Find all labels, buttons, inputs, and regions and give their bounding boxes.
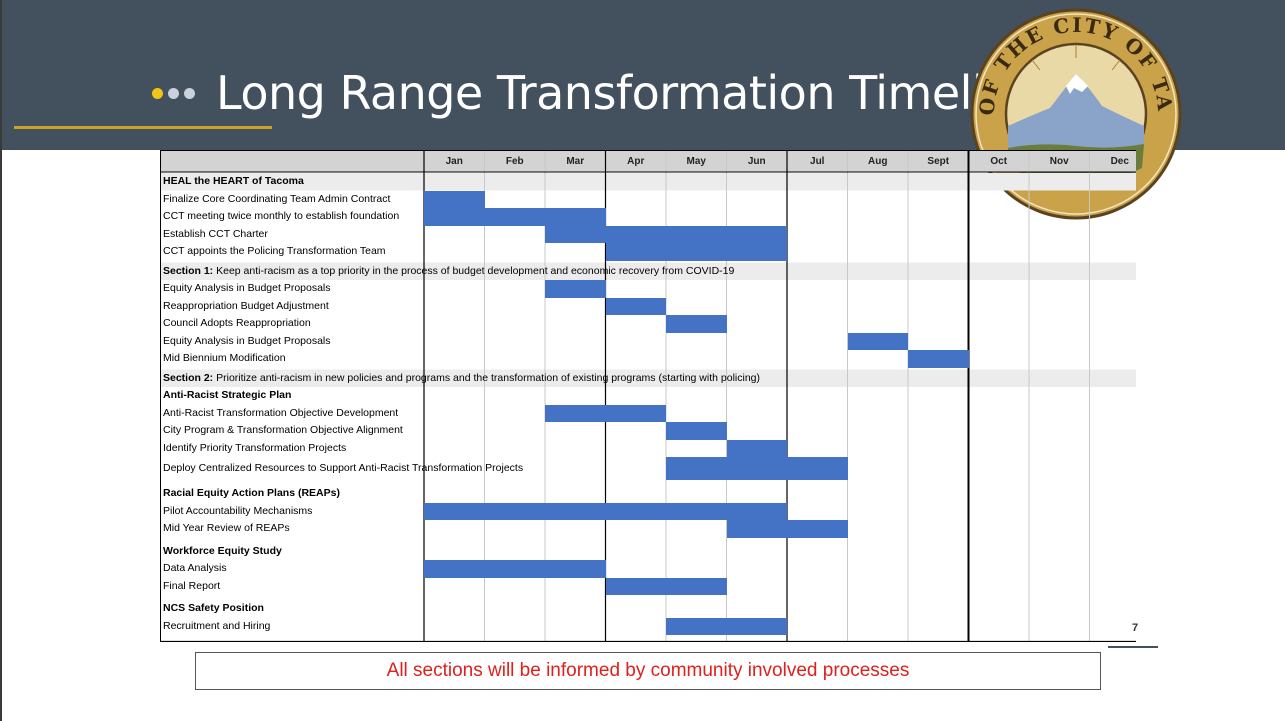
timeline-bar: [424, 190, 485, 208]
timeline-bar: [605, 577, 727, 595]
title-dot: [168, 88, 179, 99]
page-number: 7: [1132, 622, 1139, 634]
task-row-label: Mid Year Review of REAPs: [163, 522, 290, 535]
month-header: Jul: [810, 156, 825, 167]
timeline-bar: [545, 225, 787, 243]
task-row-label: Anti-Racist Transformation Objective Dev…: [163, 406, 399, 419]
footer-note: All sections will be informed by communi…: [195, 652, 1101, 690]
task-row-label: Equity Analysis in Budget Proposals: [163, 282, 331, 295]
task-row-label: Reappropriation Budget Adjustment: [163, 299, 329, 312]
month-header: Feb: [505, 156, 524, 167]
group-row-label: NCS Safety Position: [163, 602, 264, 615]
group-row-label: HEAL the HEART of Tacoma: [163, 175, 304, 188]
timeline-bar: [726, 520, 848, 538]
task-row-label: Final Report: [163, 579, 221, 592]
month-header: May: [686, 156, 706, 167]
task-row-label: Council Adopts Reappropriation: [163, 317, 311, 330]
timeline-bar: [666, 315, 727, 333]
month-header: Nov: [1049, 156, 1069, 167]
task-row-label: CCT meeting twice monthly to establish f…: [163, 210, 400, 223]
task-row-label: Recruitment and Hiring: [163, 619, 271, 632]
timeline-bar: [424, 502, 787, 520]
timeline-bar: [666, 457, 848, 480]
month-header: Jan: [445, 156, 463, 167]
task-row-label: CCT appoints the Policing Transformation…: [163, 245, 386, 258]
section-row-bg: [160, 369, 1136, 387]
task-row-label: Mid Biennium Modification: [163, 352, 286, 365]
section-row-bg: [160, 173, 1136, 191]
section-row-label: Section 2: Prioritize anti-racism in new…: [163, 371, 761, 384]
task-row-label: Establish CCT Charter: [163, 227, 268, 240]
timeline-bar: [666, 422, 727, 440]
month-header: Oct: [990, 156, 1008, 167]
timeline-bar: [424, 208, 606, 226]
timeline-header-bg: [160, 150, 1136, 172]
timeline-bar: [605, 297, 666, 315]
section-row-bg: [160, 262, 1136, 280]
timeline-bar: [605, 243, 787, 261]
group-row-label: Workforce Equity Study: [163, 544, 282, 557]
task-row-label: City Program & Transformation Objective …: [163, 424, 403, 437]
month-header: Sept: [927, 156, 950, 167]
slide-title: Long Range Transformation Timeline: [216, 66, 1041, 120]
title-accent-line: [14, 126, 272, 129]
timeline-bar: [666, 617, 787, 635]
task-row-label: Identify Priority Transformation Project…: [163, 441, 347, 454]
slide-left-border: [0, 0, 2, 721]
task-row-label: Equity Analysis in Budget Proposals: [163, 334, 331, 347]
task-row-label: Finalize Core Coordinating Team Admin Co…: [163, 192, 391, 205]
timeline-bar: [726, 439, 787, 457]
month-header: Aug: [868, 156, 888, 167]
task-row-label: Deploy Centralized Resources to Support …: [163, 462, 524, 474]
group-row-label: Racial Equity Action Plans (REAPs): [163, 487, 340, 500]
group-row-label: Anti-Racist Strategic Plan: [163, 389, 292, 402]
section-row-label: Section 1: Keep anti-racism as a top pri…: [163, 264, 735, 277]
timeline-bar: [424, 560, 606, 578]
page-number-underline: [1108, 646, 1158, 648]
timeline-bar: [545, 404, 666, 422]
title-dot: [184, 88, 195, 99]
timeline-grid: [160, 150, 1136, 642]
title-dot: [152, 88, 163, 99]
timeline-bar: [908, 350, 969, 368]
month-header: Apr: [627, 156, 645, 167]
task-row-label: Pilot Accountability Mechanisms: [163, 504, 313, 517]
month-header: Mar: [566, 156, 585, 167]
month-header: Dec: [1110, 156, 1129, 167]
task-row-label: Data Analysis: [163, 562, 227, 575]
month-header: Jun: [747, 156, 766, 167]
timeline-bar: [847, 332, 908, 350]
timeline-bar: [545, 280, 606, 298]
